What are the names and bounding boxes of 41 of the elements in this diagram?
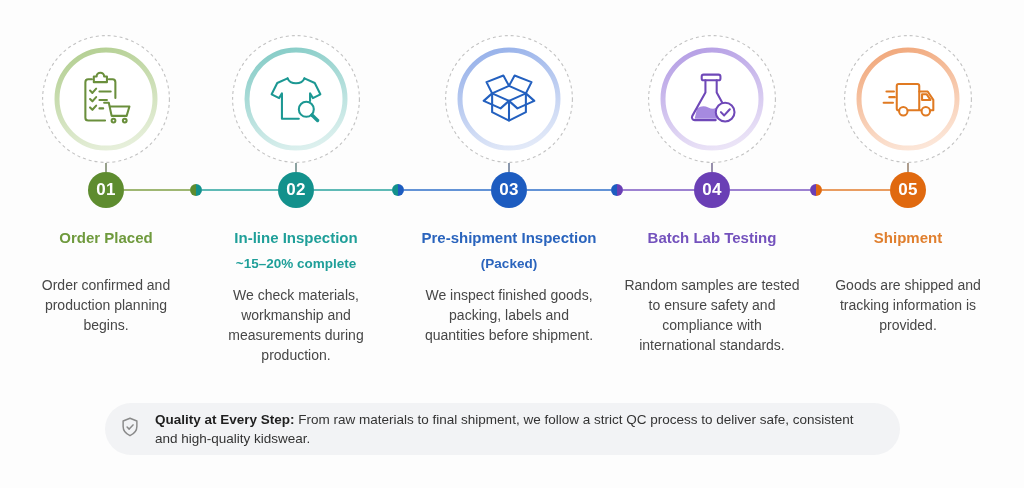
step-title: Pre-shipment Inspection [421,228,597,248]
note-banner [105,403,900,455]
icon-ring [844,35,972,163]
icon-ring [445,35,573,163]
step-title: In-line Inspection [234,228,358,248]
connector-line [508,162,510,173]
note-text: Quality at Every Step: From raw materials to final shipment, we follow a strict QC process to deliver safe, consistent and high-quality kidswear. [155,411,855,448]
connector-line [711,162,713,173]
connector-line [403,189,492,191]
icon-ring [232,35,360,163]
connector-line [123,189,191,191]
step-title: Shipment [873,228,943,248]
connector-line [295,162,297,173]
step-description: We inspect finished goods, packing, labels and quantities before shipment. [423,286,595,345]
step-note: ~15–20% complete [235,255,357,273]
step-number: 02 [278,172,314,208]
step-description: We check materials, workmanship and measurements during production. [227,286,365,365]
timeline-dot [611,184,623,196]
timeline-dot [392,184,404,196]
connector-line [313,189,393,191]
timeline-dot [810,184,822,196]
step-description: Order confirmed and production planning begins. [40,276,172,335]
step-number: 01 [88,172,124,208]
step-title: Batch Lab Testing [647,228,777,248]
step-description: Goods are shipped and tracking information is provided. [834,276,982,335]
connector-line [622,189,695,191]
step-note: (Packed) [480,255,538,273]
connector-line [526,189,612,191]
timeline-dot [190,184,202,196]
connector-line [105,162,107,173]
connector-line [907,162,909,173]
step-title: Order Placed [59,228,153,248]
step-number: 05 [890,172,926,208]
connector-line [729,189,811,191]
connector-line [821,189,891,191]
icon-ring [648,35,776,163]
step-number: 04 [694,172,730,208]
step-number: 03 [491,172,527,208]
step-description: Random samples are tested to ensure safety and compliance with international standards. [623,276,801,355]
connector-line [201,189,279,191]
icon-ring [42,35,170,163]
